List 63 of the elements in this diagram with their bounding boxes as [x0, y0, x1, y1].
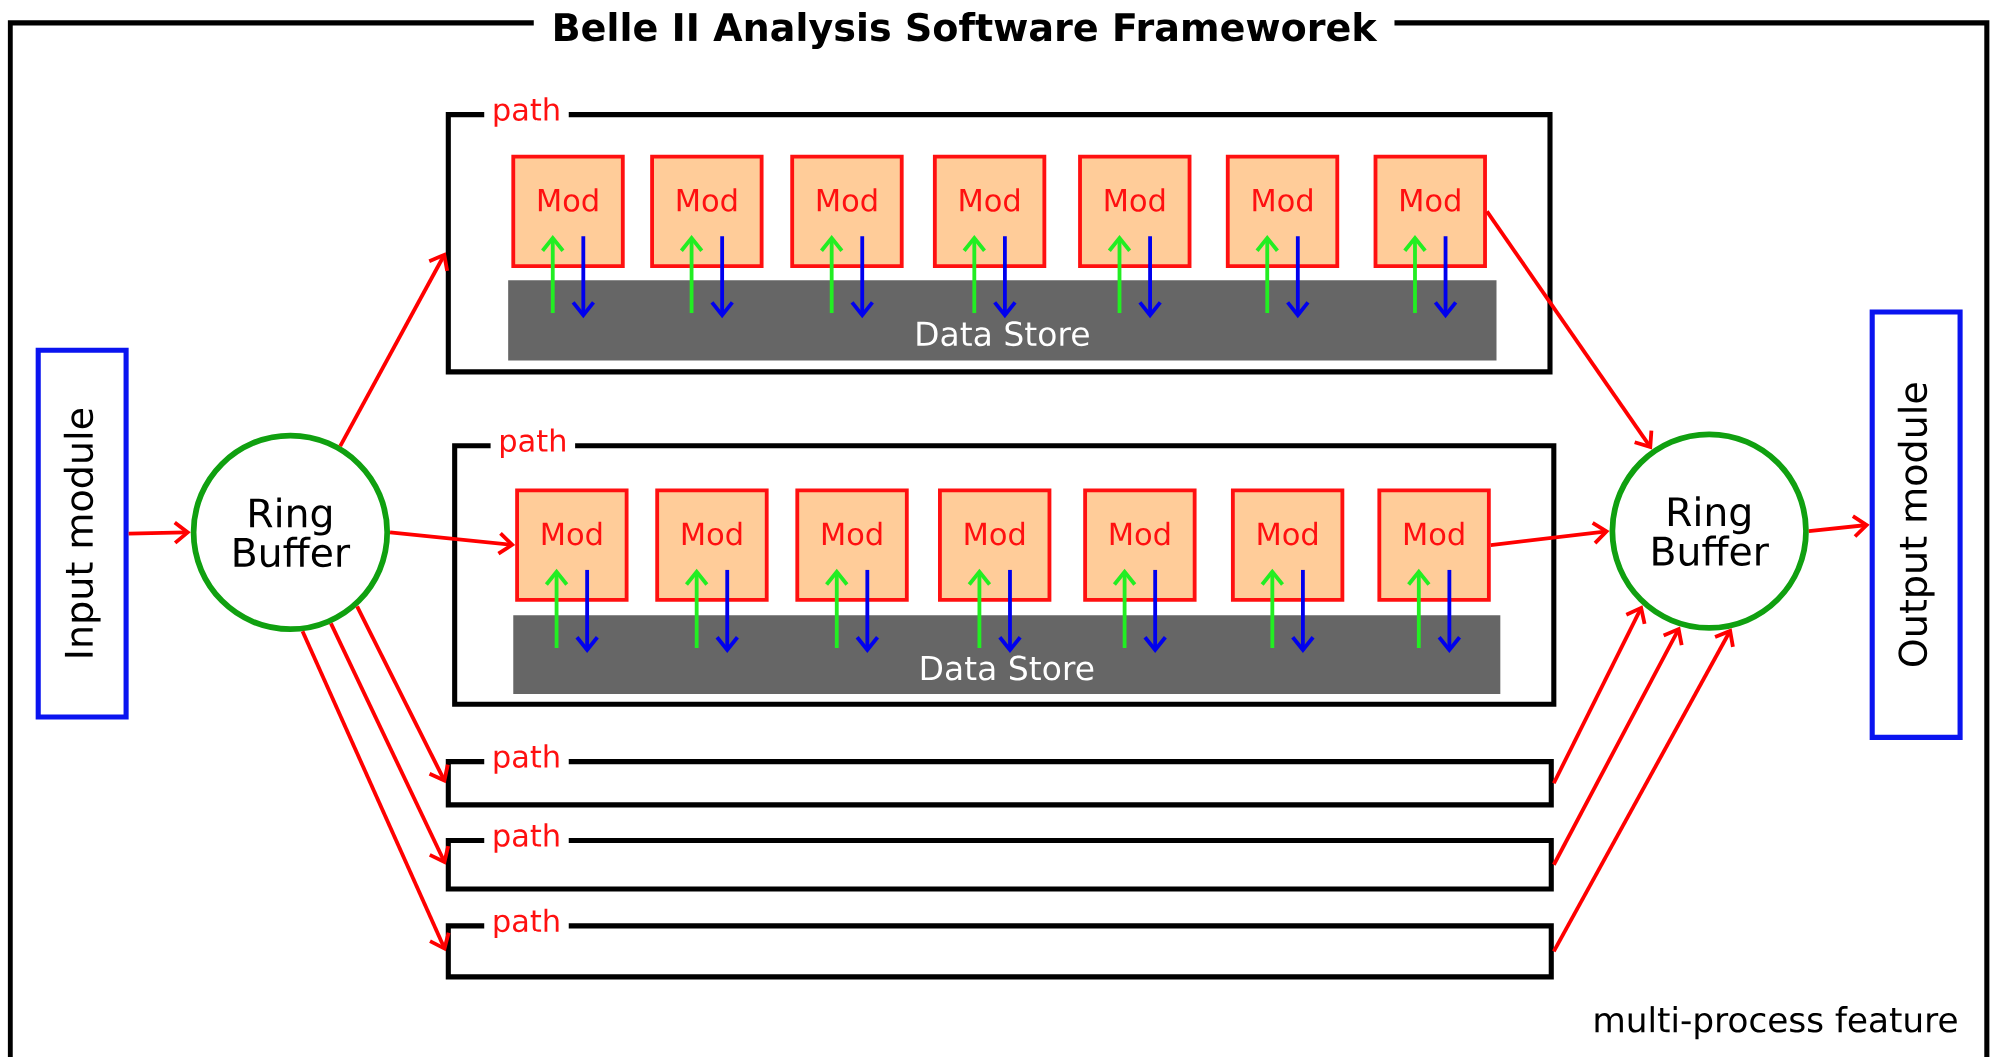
path-box: path: [445, 822, 1554, 892]
arrow: [1255, 234, 1279, 313]
module-box: Mod: [511, 154, 625, 269]
arrow: [338, 252, 450, 447]
arrow: [850, 236, 874, 319]
arrow: [1808, 514, 1870, 538]
arrow: [967, 568, 992, 648]
module-box: Mod: [1078, 154, 1192, 269]
path-box: path: [445, 743, 1554, 808]
arrow: [825, 568, 849, 648]
module-box: Mod: [790, 154, 904, 269]
module-box: Mod: [515, 488, 629, 602]
module-box: Mod: [1373, 154, 1487, 269]
footnote: multi-process feature: [1595, 1006, 1957, 1040]
arrow: [998, 569, 1022, 654]
module-box: Mod: [1230, 488, 1345, 602]
arrow: [1552, 605, 1647, 785]
arrow: [1107, 234, 1132, 313]
title: Belle II Analysis Software Frameworek: [533, 9, 1395, 52]
arrow: [329, 622, 451, 865]
arrow: [1260, 568, 1284, 648]
arrow: [820, 234, 844, 313]
arrow: [1433, 236, 1458, 319]
arrow: [1291, 569, 1315, 654]
arrow: [855, 569, 879, 654]
arrow: [541, 234, 565, 313]
arrow: [962, 234, 986, 313]
arrow: [1143, 569, 1167, 654]
module-box: Mod: [1225, 154, 1340, 269]
arrow: [685, 568, 709, 648]
arrow: [571, 236, 595, 319]
module-box: Mod: [655, 488, 769, 602]
module-box: Mod: [795, 488, 909, 602]
arrow: [544, 568, 569, 648]
module-box: Mod: [1377, 488, 1491, 602]
module-box: Input module: [35, 347, 129, 720]
arrow: [1112, 568, 1137, 648]
arrow: [1286, 236, 1310, 319]
arrow: [1552, 628, 1735, 953]
path-box: path: [445, 907, 1554, 980]
arrow: [1490, 521, 1610, 547]
arrow: [715, 569, 739, 654]
arrow: [1407, 568, 1431, 648]
module-box: Mod: [1083, 488, 1197, 602]
arrow: [1138, 236, 1162, 319]
arrow: [300, 630, 451, 952]
arrow: [355, 605, 450, 784]
arrow: [679, 234, 704, 313]
module-box: Mod: [938, 488, 1052, 602]
module-box: Output module: [1869, 309, 1963, 740]
module-box: Mod: [650, 154, 764, 269]
arrow: [1485, 210, 1654, 450]
arrow: [993, 236, 1017, 319]
arrow: [128, 520, 191, 545]
module-box: Mod: [932, 154, 1047, 269]
arrow: [1437, 569, 1462, 654]
arrow: [389, 530, 516, 556]
arrow: [1403, 234, 1427, 313]
data-store-bar: Data Store: [508, 280, 1497, 361]
arrow: [1552, 626, 1684, 866]
arrow: [575, 569, 599, 654]
data-store-bar: Data Store: [513, 615, 1501, 695]
arrow: [710, 236, 734, 319]
